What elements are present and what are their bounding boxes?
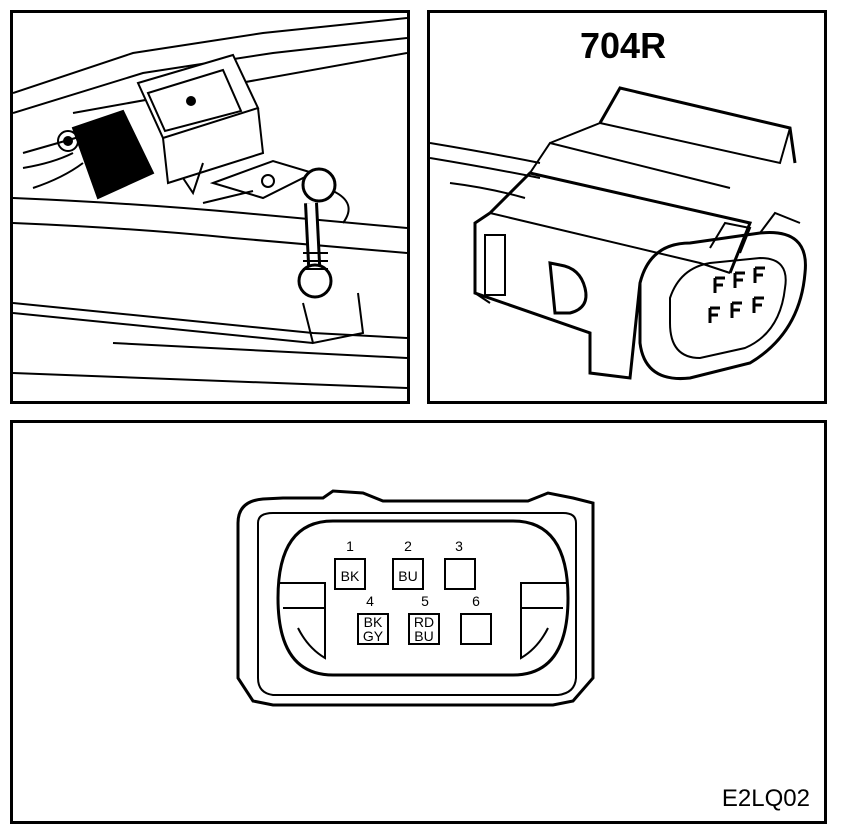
pin-5: 5 RD BU (408, 593, 440, 645)
connector-face-diagram: 1 BK 2 BU 3 4 BK GY 5 RD BU 6 (236, 489, 595, 707)
pin-color: BU (398, 568, 417, 584)
pin-color-stripe: GY (363, 628, 384, 644)
pin-number: 2 (404, 538, 412, 554)
pin-1: 1 BK (334, 538, 366, 590)
inner-oval (276, 519, 570, 677)
connector-outline (236, 489, 595, 707)
connector-id-label: 704R (580, 25, 667, 66)
connector-3d-illustration (430, 86, 807, 381)
pin-number: 1 (346, 538, 354, 554)
pin-2: 2 BU (392, 538, 424, 590)
sensor-location-illustration (13, 17, 407, 389)
connector-view-panel: 704R (427, 10, 827, 404)
pin-color-stripe: BU (414, 628, 433, 644)
pin-color: BK (341, 568, 360, 584)
pin-number: 6 (472, 593, 480, 609)
location-panel (10, 10, 410, 404)
pin-4: 4 BK GY (357, 593, 389, 645)
pin-6: 6 (460, 593, 492, 645)
terminal-face-panel: 1 BK 2 BU 3 4 BK GY 5 RD BU 6 E2 (10, 420, 827, 824)
pin-color-primary: BK (364, 614, 383, 630)
figure-reference-code: E2LQ02 (721, 785, 810, 812)
pin-number: 5 (421, 593, 429, 609)
pin-number: 4 (366, 593, 374, 609)
pin-3: 3 (444, 538, 476, 590)
pin-number: 3 (455, 538, 463, 554)
pin-color-primary: RD (414, 614, 434, 630)
